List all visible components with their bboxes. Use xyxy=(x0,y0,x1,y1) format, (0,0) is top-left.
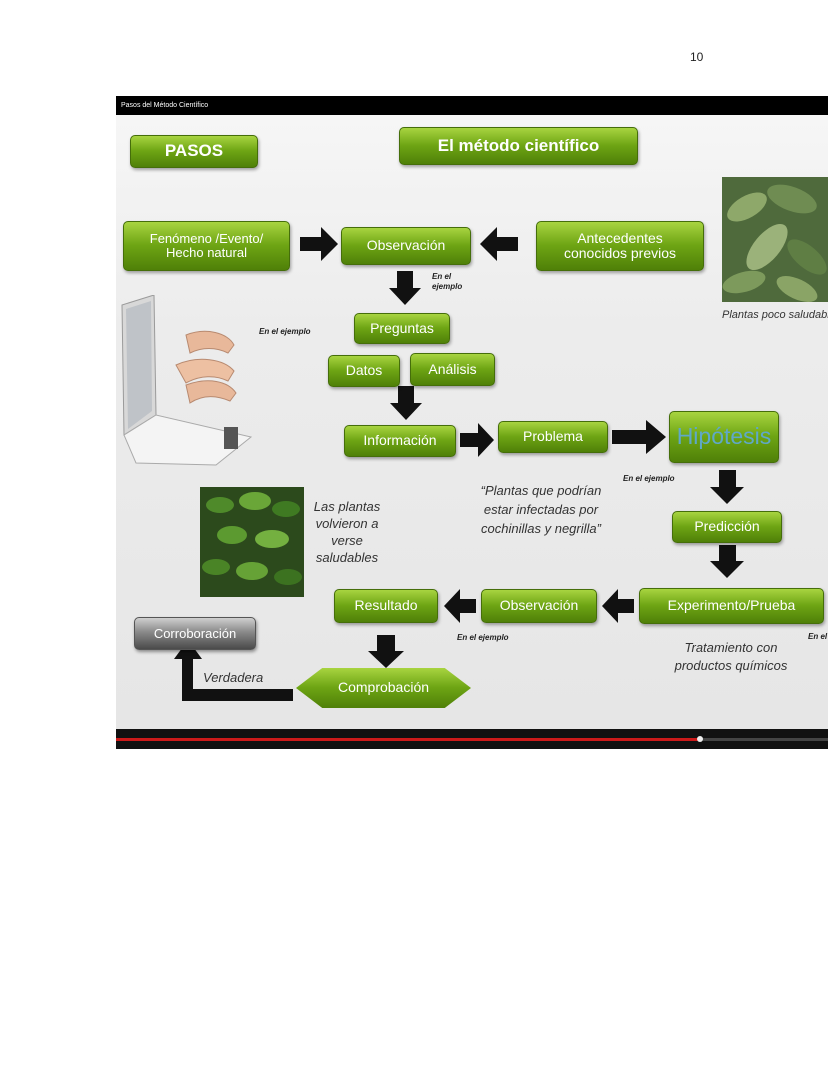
video-player[interactable]: Pasos del Método Científico xyxy=(116,96,828,749)
slide: PASOS El método científico Fenómeno /Eve… xyxy=(116,115,828,729)
fenomeno-box: Fenómeno /Evento/ Hecho natural xyxy=(123,221,290,271)
experimento-box: Experimento/Prueba xyxy=(639,588,824,624)
comprobacion-box: Comprobación xyxy=(296,668,471,708)
en-el-ejemplo-obs2: En el ejemplo xyxy=(457,633,509,642)
antecedentes-box: Antecedentes conocidos previos xyxy=(536,221,704,271)
page-number: 10 xyxy=(690,50,704,64)
arrow-right-icon xyxy=(460,423,494,457)
arrow-down-icon xyxy=(710,470,744,504)
arrow-down-icon xyxy=(389,271,421,305)
hipotesis-box: Hipótesis xyxy=(669,411,779,463)
plantas-volvieron-texto: Las plantas volvieron a verse saludables xyxy=(313,499,381,566)
hipotesis-cita: “Plantas que podrían estar infectadas po… xyxy=(480,483,602,536)
laptop-typing-image xyxy=(121,295,253,466)
arrow-left-icon xyxy=(480,227,518,261)
arrow-down-icon xyxy=(710,545,744,578)
arrow-down-icon xyxy=(368,635,404,668)
arrow-left-icon xyxy=(444,589,476,623)
arrow-left-icon xyxy=(602,589,634,623)
verdadera-label: Verdadera xyxy=(203,670,264,685)
preguntas-box: Preguntas xyxy=(354,313,450,344)
problema-box: Problema xyxy=(498,421,608,453)
observacion-top-box: Observación xyxy=(341,227,471,265)
healthy-plants-photo xyxy=(200,487,304,597)
arrow-right-icon xyxy=(612,420,666,454)
arrow-right-icon xyxy=(300,227,338,261)
analisis-box: Análisis xyxy=(410,353,495,386)
en-el-ejemplo-hip: En el ejemplo xyxy=(623,474,675,483)
progress-bar[interactable] xyxy=(116,736,828,742)
video-title[interactable]: Pasos del Método Científico xyxy=(116,96,828,115)
progress-fill xyxy=(116,738,700,741)
video-controls[interactable] xyxy=(116,729,828,749)
sick-leaves-photo xyxy=(722,177,828,302)
en-el-ejemplo-preg: En el ejemplo xyxy=(259,327,311,336)
informacion-box: Información xyxy=(344,425,456,457)
plantas-poco-saludables: Plantas poco saludables xyxy=(722,309,828,321)
prediccion-box: Predicción xyxy=(672,511,782,543)
tratamiento-texto: Tratamiento con productos químicos xyxy=(674,640,788,674)
en-el-ejemplo-obs: En el ejemplo xyxy=(432,272,463,291)
corroboracion-box: Corroboración xyxy=(134,617,256,650)
observacion-bottom-box: Observación xyxy=(481,589,597,623)
resultado-box: Resultado xyxy=(334,589,438,623)
progress-handle[interactable] xyxy=(696,736,703,742)
en-el-ejemplo-exp: En el ejemplo xyxy=(808,632,828,641)
slide-title: El método científico xyxy=(399,127,638,165)
datos-box: Datos xyxy=(328,355,400,387)
arrow-down-icon xyxy=(390,386,422,420)
pasos-label: PASOS xyxy=(130,135,258,168)
